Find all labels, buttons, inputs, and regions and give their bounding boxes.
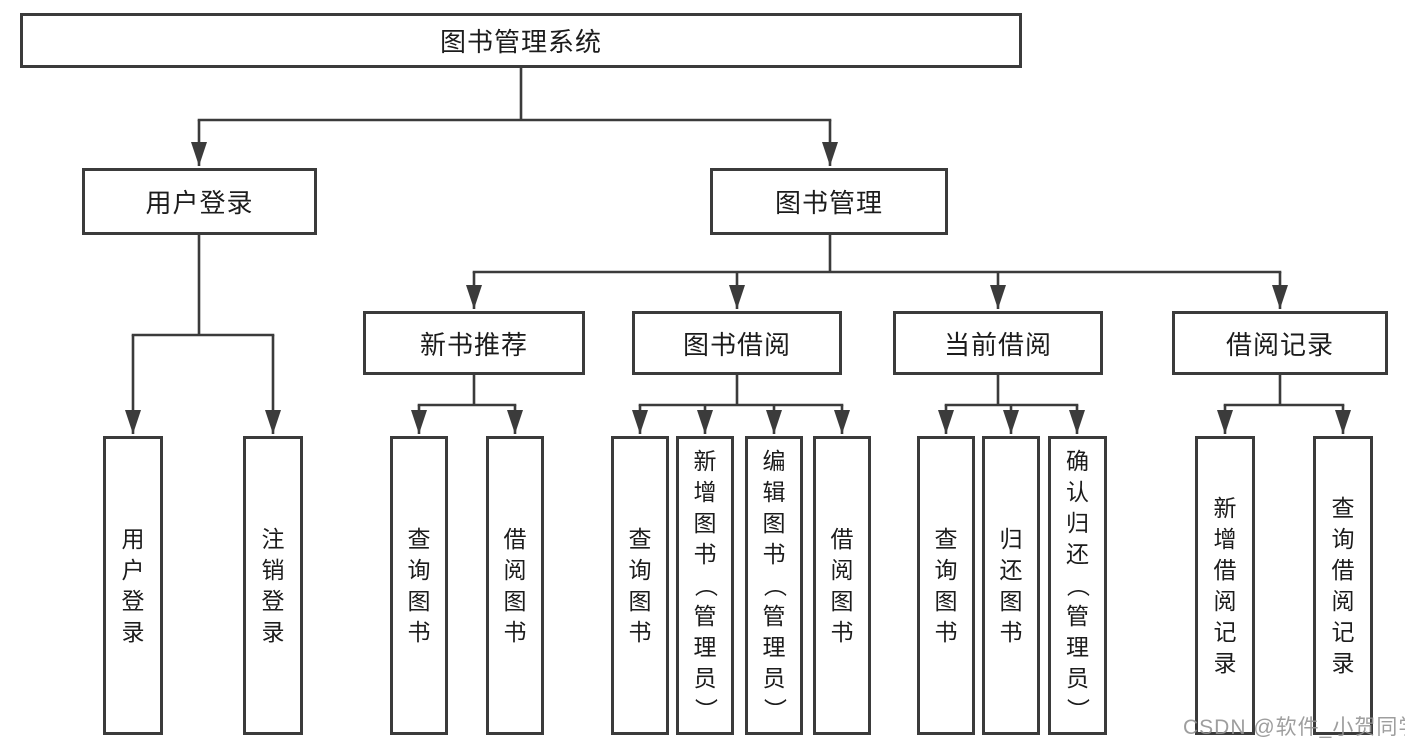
node-current-borrow: 当前借阅 [893, 311, 1103, 375]
csdn-watermark: CSDN @软件_小贺同学 [1183, 716, 1405, 739]
leaf-user-login: 用户登录 [103, 436, 163, 735]
node-new-book-recommend: 新书推荐 [363, 311, 585, 375]
leaf-borrow-books-2: 借阅图书 [813, 436, 871, 735]
leaf-query-books-2: 查询图书 [611, 436, 669, 735]
node-user-login: 用户登录 [82, 168, 317, 235]
leaf-logout: 注销登录 [243, 436, 303, 735]
node-root-system: 图书管理系统 [20, 13, 1022, 68]
leaf-add-borrow-record: 新增借阅记录 [1195, 436, 1255, 735]
leaf-query-books-3: 查询图书 [917, 436, 975, 735]
leaf-confirm-return-admin: 确认归还（管理员） [1048, 436, 1107, 735]
node-book-management: 图书管理 [710, 168, 948, 235]
leaf-borrow-books-1: 借阅图书 [486, 436, 544, 735]
leaf-return-books: 归还图书 [982, 436, 1040, 735]
leaf-edit-books-admin: 编辑图书（管理员） [745, 436, 803, 735]
node-borrow-records: 借阅记录 [1172, 311, 1388, 375]
leaf-query-borrow-record: 查询借阅记录 [1313, 436, 1373, 735]
leaf-query-books-1: 查询图书 [390, 436, 448, 735]
leaf-add-books-admin: 新增图书（管理员） [676, 436, 734, 735]
node-book-borrow: 图书借阅 [632, 311, 842, 375]
